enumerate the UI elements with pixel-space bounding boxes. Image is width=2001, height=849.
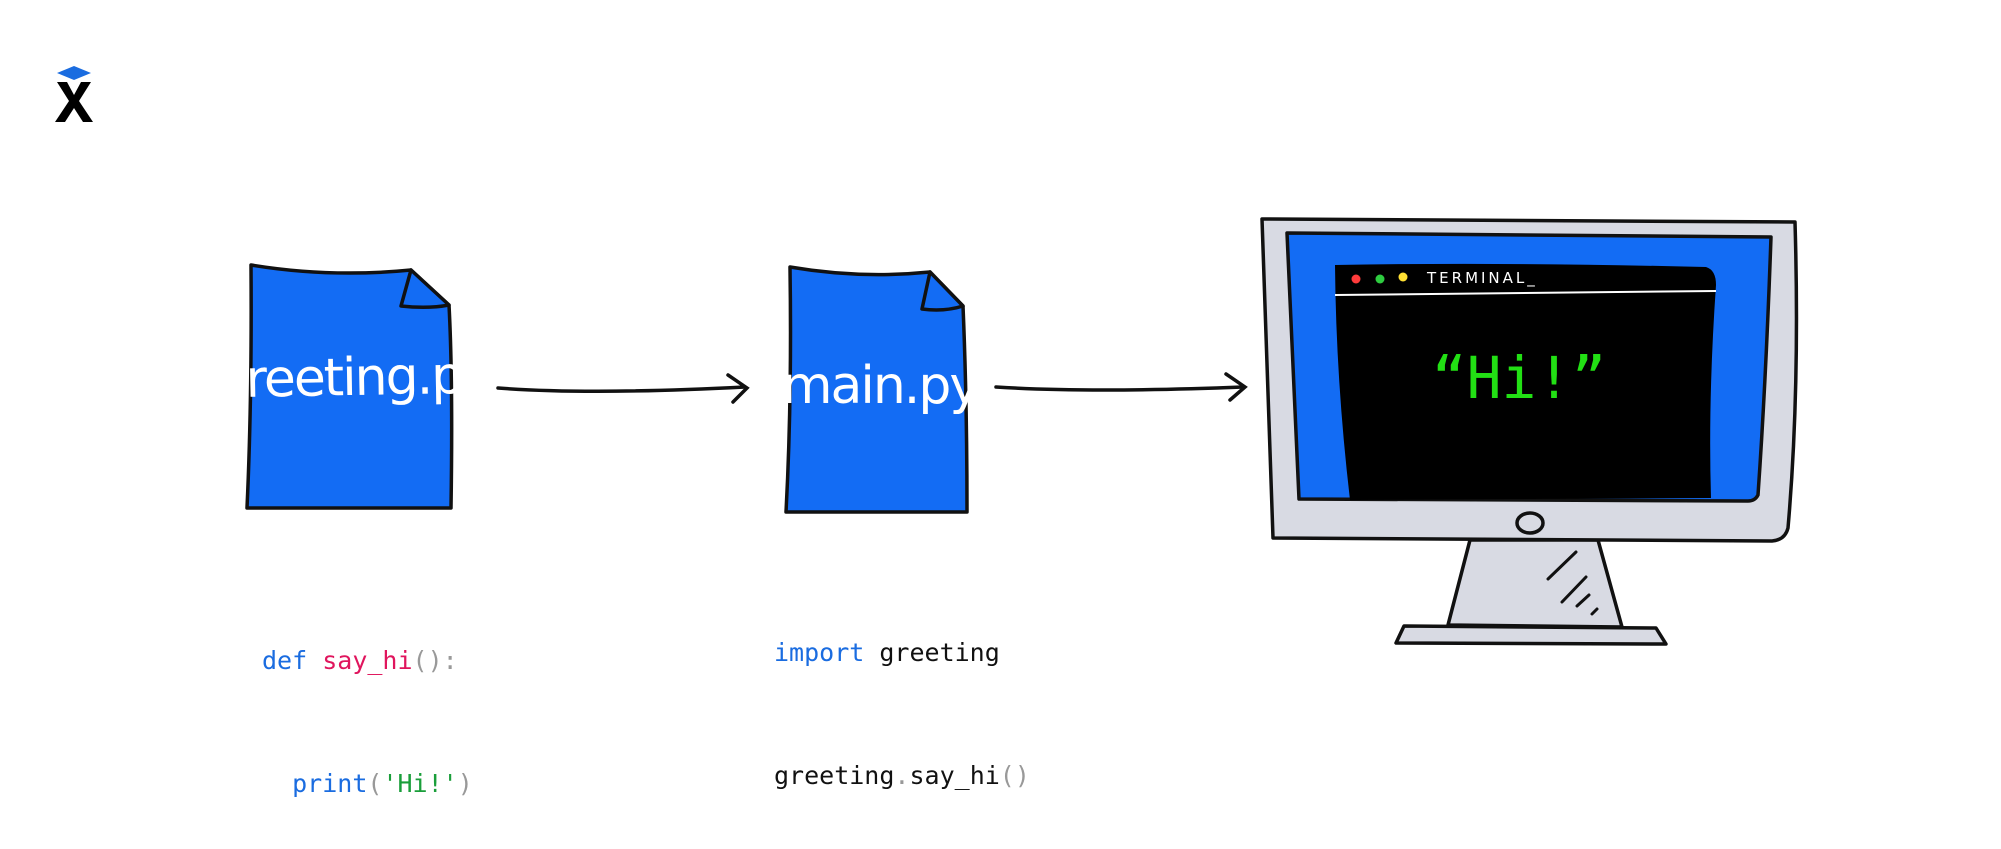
code-function: say_hi [909,761,1000,790]
power-button [1515,511,1545,535]
code-string: 'Hi!' [382,769,458,798]
file-fold-icon [920,270,965,312]
code-keyword: def [262,646,308,675]
x-mark-icon [55,82,93,122]
code-punctuation: ( [367,769,383,798]
code-punctuation: . [894,761,910,790]
code-punctuation: ) [457,769,473,798]
code-module: greeting [774,761,895,790]
code-line: greeting.say_hi() [774,755,1030,796]
terminal-window [1335,263,1716,500]
file-name-label: main.py [782,356,979,416]
monitor-base [1394,624,1668,646]
arrow-right-icon [994,372,1248,402]
code-module: greeting [879,638,1000,667]
code-snippet-greeting: def say_hi(): print('Hi!') [262,558,473,845]
code-function: say_hi [322,646,413,675]
window-dot-green-icon [1375,274,1385,284]
code-snippet-main: import greeting greeting.say_hi() [774,550,1030,837]
monitor-stand [1446,538,1624,629]
code-function: print [292,769,368,798]
code-keyword: import [774,638,865,667]
terminal-output: “Hi!” [1432,344,1607,412]
window-dot-red-icon [1351,274,1361,284]
file-icon [784,265,969,514]
file-fold-icon [399,268,451,310]
code-line: import greeting [774,632,1030,673]
terminal-title: TERMINAL_ [1426,269,1538,288]
arrow-right-icon [496,373,750,404]
file-main-py: main.py [782,265,981,514]
file-greeting-py: greeting.py [214,263,493,510]
code-punctuation: () [999,761,1030,790]
code-punctuation: (): [412,646,458,675]
code-line: def say_hi(): [262,640,473,681]
window-dot-yellow-icon [1398,272,1408,282]
file-name-label: greeting.py [214,346,493,411]
file-icon [245,263,454,510]
stand-shine-marks [1546,550,1599,616]
logo [55,66,93,122]
monitor: TERMINAL_ “Hi!” [1260,217,1799,646]
mortarboard-icon [57,66,91,80]
code-line: print('Hi!') [262,763,473,804]
terminal-titlebar-divider [1334,290,1717,296]
